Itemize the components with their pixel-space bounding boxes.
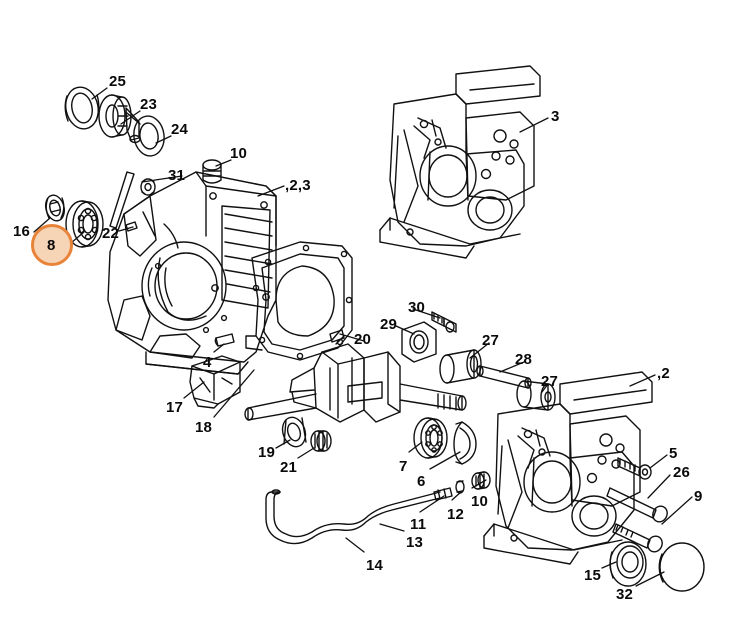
- callout-21: 21: [280, 459, 298, 476]
- callout-3: 3: [551, 108, 560, 125]
- callout-28: 28: [515, 351, 533, 368]
- callout-19: 19: [258, 444, 276, 461]
- callout-6: 6: [417, 473, 426, 490]
- part-bearing-7: [413, 417, 448, 459]
- callout-14: 14: [366, 557, 384, 574]
- part-oil-hose-14: [265, 489, 441, 545]
- callout-30: 30: [408, 299, 426, 316]
- callout-2: ,2: [657, 365, 670, 382]
- part-woodruff-key-22: [125, 221, 138, 232]
- part-bolt-9: [612, 523, 663, 553]
- callout-9: 9: [694, 488, 703, 505]
- part-fitting-11: [433, 487, 453, 501]
- part-gasket-18: [245, 241, 353, 361]
- callout-25: 25: [109, 73, 127, 90]
- callout-24: 24: [171, 121, 189, 138]
- callout-16: 16: [13, 223, 31, 240]
- part-pin-4: [214, 333, 235, 347]
- part-pin-28: [476, 365, 532, 389]
- callout-13: 13: [406, 534, 424, 551]
- callout-32: 32: [616, 586, 634, 603]
- callout-29: 29: [380, 316, 398, 333]
- part-rod-31: [109, 171, 135, 229]
- highlight-label-part-8: 8: [47, 237, 56, 254]
- leader-lines: [33, 87, 693, 587]
- part-bolt-26: [606, 487, 668, 523]
- part-crankcase-half-3: [379, 65, 541, 259]
- part-conrod-19: [281, 416, 307, 448]
- callout-12: 12: [447, 506, 465, 523]
- callout-18: 18: [195, 419, 213, 436]
- callout-20: 20: [354, 331, 372, 348]
- part-crankcase-half-2: [483, 371, 653, 565]
- part-washer-24: [133, 115, 165, 157]
- part-crankshaft-20: [244, 329, 467, 423]
- callout-15: 15: [584, 567, 602, 584]
- callout-4: 4: [203, 354, 212, 371]
- part-spacer-27-upper: [439, 349, 482, 384]
- callout-27-lower: 27: [541, 373, 559, 390]
- highlight-circle-part-8[interactable]: [31, 224, 73, 266]
- part-bush-29: [401, 321, 437, 363]
- callout-10-bottom: 10: [471, 493, 489, 510]
- callout-7: 7: [399, 458, 408, 475]
- callout-17: 17: [166, 399, 184, 416]
- part-circlip-6: [453, 421, 477, 465]
- part-bracket-17: [189, 355, 241, 409]
- part-ball-bearing-8: [65, 200, 104, 248]
- part-seal-ring-25: [64, 86, 100, 130]
- callout-23: 23: [140, 96, 158, 113]
- callout-27-upper: 27: [482, 332, 500, 349]
- part-clamp-12: [455, 480, 465, 494]
- callout-2-3: ,2,3: [285, 177, 311, 194]
- part-oil-seal-15: [609, 541, 647, 587]
- part-nipple-10-top: [202, 159, 222, 184]
- callout-31: 31: [168, 167, 186, 184]
- callout-5: 5: [669, 445, 678, 462]
- part-needle-cage-21: [310, 430, 332, 452]
- part-crankcase-half-2-3: [107, 171, 277, 375]
- callout-26: 26: [673, 464, 691, 481]
- part-cap-32: [658, 542, 705, 592]
- part-screw-5: [617, 457, 652, 480]
- callout-11: 11: [410, 516, 427, 533]
- callout-10-top: 10: [230, 145, 248, 162]
- part-bearing-shell-16: [44, 194, 66, 222]
- callout-22: 22: [102, 225, 120, 242]
